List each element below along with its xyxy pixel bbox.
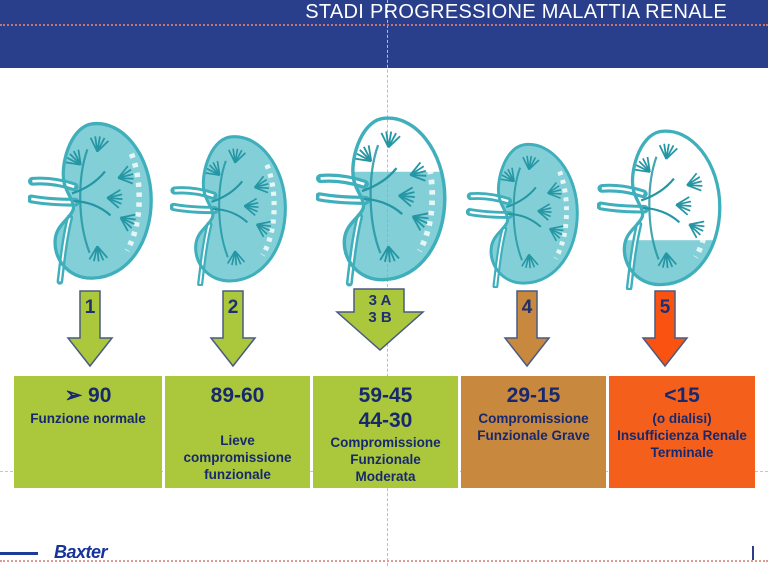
- description-line: funzionale: [204, 467, 271, 482]
- kidney-illustration: [597, 124, 729, 290]
- description-line: Lieve: [220, 433, 255, 448]
- description-line: Insufficienza Renale: [617, 428, 747, 443]
- down-arrow-icon: 3 A 3 B: [335, 288, 425, 352]
- down-arrow-icon: 2: [209, 290, 257, 368]
- kidney-illustration: [28, 114, 160, 286]
- stage-number: 1: [66, 297, 114, 318]
- vertical-center-guide: [387, 0, 388, 566]
- down-arrow-icon: 5: [641, 290, 689, 368]
- stage-number: 4: [503, 297, 551, 318]
- right-edge-tick: [752, 546, 754, 560]
- description-line: Terminale: [650, 445, 714, 460]
- gfr-box: 29-15 Compromissione Funzionale Grave: [461, 376, 606, 488]
- stage-number-line2: 3 B: [368, 309, 392, 326]
- down-arrow-icon: 1: [66, 290, 114, 368]
- stage-number: 5: [641, 297, 689, 318]
- slide-title: STADI PROGRESSIONE MALATTIA RENALE: [305, 1, 727, 23]
- stage-number-line1: 3 A: [368, 292, 392, 309]
- baxter-logo: Baxter: [54, 542, 108, 562]
- gfr-box: 59-45 44-30 Compromissione Funzionale Mo…: [313, 376, 458, 488]
- stage-number-line1: 5: [659, 297, 671, 318]
- kidney-illustration: [466, 138, 586, 288]
- kidney-illustration: [170, 130, 294, 286]
- down-arrow-icon: 4: [503, 290, 551, 368]
- gfr-box: <15 (o dialisi) Insufficienza Renale Ter…: [609, 376, 755, 488]
- arrow-shape: [66, 290, 114, 368]
- kidney-illustration: [316, 106, 454, 290]
- logo-rule-line: [0, 552, 38, 555]
- arrow-shape: [503, 290, 551, 368]
- arrow-shape: [209, 290, 257, 368]
- description-line: Compromissione: [330, 435, 441, 450]
- gfr-box: 89-60 Lieve compromissione funzionale: [165, 376, 310, 488]
- stage-description: Lieve compromissione funzionale: [165, 432, 310, 483]
- gfr-range: <15: [664, 384, 700, 407]
- guide-dotted-line-bottom: [0, 560, 768, 562]
- arrow-shape: [641, 290, 689, 368]
- stage-description: Funzione normale: [14, 410, 162, 427]
- stage-number-line1: 2: [227, 297, 239, 318]
- guide-dotted-line-top: [0, 24, 768, 26]
- stage-number: 3 A 3 B: [335, 292, 425, 326]
- arrow-shape: [335, 288, 425, 352]
- gfr-range: 89-60: [210, 384, 265, 407]
- description-line: Funzionale Grave: [477, 428, 590, 443]
- stage-description: Compromissione Funzionale Grave: [461, 410, 606, 444]
- description-line: (o dialisi): [652, 411, 712, 426]
- stage-description: (o dialisi) Insufficienza Renale Termina…: [609, 410, 755, 461]
- gfr-range: 29-15: [506, 384, 561, 407]
- description-line: Compromissione: [478, 411, 589, 426]
- stage-number-line1: 4: [521, 297, 533, 318]
- gfr-range-2: 44-30: [358, 409, 413, 432]
- gfr-range: 59-45: [358, 384, 413, 407]
- gfr-range: ➢ 90: [64, 384, 112, 407]
- description-line: compromissione: [183, 450, 292, 465]
- stage-number-line1: 1: [84, 297, 96, 318]
- description-line: Funzione normale: [30, 411, 146, 426]
- stage-description: Compromissione Funzionale Moderata: [313, 434, 458, 485]
- description-line: Funzionale: [350, 452, 421, 467]
- stage-number: 2: [209, 297, 257, 318]
- description-line: Moderata: [355, 469, 416, 484]
- header-bar: [0, 0, 768, 68]
- gfr-box: ➢ 90 Funzione normale: [14, 376, 162, 488]
